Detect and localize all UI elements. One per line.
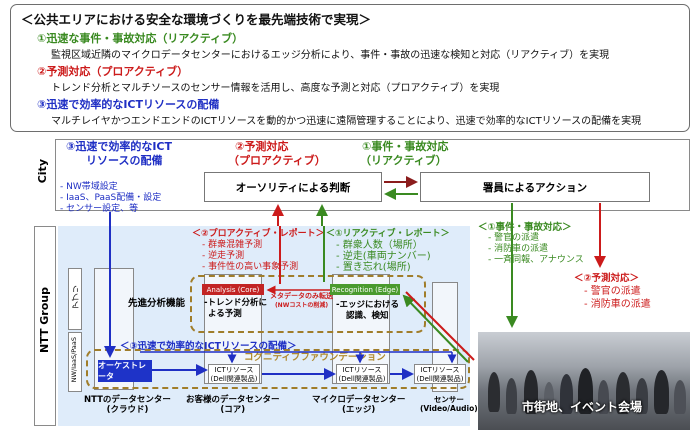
reactive-response-title: ＜①事件・事故対応＞	[478, 222, 572, 233]
edge-detect-text: -エッジにおける 認識、検知	[336, 300, 399, 322]
city-left-list: - NW帯域設定 - IaaS、PaaS配備・設定 - センサー設定、等	[60, 182, 161, 215]
city-left-list-item: - NW帯域設定	[60, 182, 118, 192]
proactive-response-title: ＜②予測対応＞	[574, 273, 640, 284]
proactive-report-item: - 群衆混雑予測	[202, 240, 263, 250]
orchestrator-box: オーケストレータ	[98, 360, 152, 382]
ntt-group-label: NTT Group	[34, 226, 56, 426]
city-label: City	[34, 139, 56, 211]
reactive-response: ＜①事件・事故対応＞ - 警官の派遣 - 消防車の派遣 - 一斉同報、アナウンス	[478, 222, 584, 266]
event-venue-photo	[478, 332, 690, 430]
city-header-1-line2: （リアクティブ）	[360, 154, 447, 167]
metadata-note-line: (NWコストの削減)	[274, 302, 329, 309]
proactive-response-item: - 警官の派遣	[584, 286, 641, 297]
ict-resource-sensor: ICTリソース (Dell関連製品)	[414, 364, 466, 384]
proactive-report-item: - 事件性の高い事象予測	[202, 262, 299, 272]
authority-box: オーソリティによる判断	[204, 172, 382, 202]
reactive-report-item: - 群衆人数（場所）	[336, 240, 423, 251]
proactive-report: ＜②プロアクティブ・レポート＞ - 群衆混雑予測 - 逆走予測 - 事件性の高い…	[192, 229, 325, 273]
app-layer-label: アプリ	[68, 268, 82, 330]
city-header-2-line2: （プロアクティブ）	[228, 154, 326, 167]
reactive-response-item: - 消防車の派遣	[488, 244, 549, 254]
cognitive-foundation-frame	[86, 349, 470, 389]
location-edge: マイクロデータセンター (エッジ)	[312, 395, 406, 416]
location-line: (Video/Audio)	[420, 403, 478, 413]
summary-item-3-body: マルチレイヤかつエンドエンドのICTリソースを動的かつ迅速に遠隔管理することによ…	[51, 116, 642, 127]
arrow-sensor-to-edge-green	[402, 294, 469, 363]
location-line: センサー	[433, 395, 464, 404]
analysis-core-tag: Analysis (Core)	[202, 284, 264, 295]
reactive-report-title: ＜①リアクティブ・レポート＞	[326, 229, 450, 239]
edge-detect-line: 認識、検知	[346, 311, 389, 321]
location-line: NTTのデータセンター	[84, 395, 171, 405]
reactive-report-item: - 置き忘れ(場所)	[336, 262, 411, 273]
officer-action-text: 署員によるアクション	[482, 181, 588, 194]
ict-resource-line: (Dell関連製品)	[338, 375, 386, 383]
ict-resource-edge: ICTリソース (Dell関連製品)	[336, 364, 388, 384]
location-line: (コア)	[220, 404, 246, 415]
orchestrator-text: オーケストレータ	[98, 361, 146, 381]
summary-item-2-body: トレンド分析とマルチソースのセンサー情報を活用し、高度な予測と対応（プロアクティ…	[51, 83, 500, 94]
summary-item-1-body: 監視区域近隣のマイクロデータセンターにおけるエッジ分析により、事件・事故の迅速な…	[51, 50, 610, 61]
city-header-3-line1: ③迅速で効率的なICT	[66, 140, 172, 153]
nw-layer-label: NW/IaaS/PaaS	[68, 332, 82, 392]
ict-resource-line: (Dell関連製品)	[210, 375, 258, 383]
summary-item-2-head: ②予測対応（プロアクティブ）	[37, 65, 189, 78]
ict-resource-line: ICTリソース	[342, 366, 382, 374]
analysis-core-text: Analysis (Core)	[206, 285, 260, 294]
location-line: お客様のデータセンター	[186, 395, 280, 405]
city-header-1-line1: ①事件・事故対応	[362, 140, 449, 153]
edge-detect-line: -エッジにおける	[336, 300, 400, 310]
city-left-list-item: - センサー設定、等	[60, 204, 139, 214]
summary-title: ＜公共エリアにおける安全な環境づくりを最先端技術で実現＞	[21, 12, 372, 27]
ict-resource-core: ICTリソース (Dell関連製品)	[208, 364, 260, 384]
location-core: お客様のデータセンター (コア)	[186, 395, 280, 416]
officer-action-box: 署員によるアクション	[420, 172, 650, 202]
authority-text: オーソリティによる判断	[235, 181, 351, 194]
location-line: (クラウド)	[106, 404, 149, 415]
city-left-list-item: - IaaS、PaaS配備・設定	[60, 193, 162, 203]
proactive-report-item: - 逆走予測	[202, 251, 245, 261]
location-line: マイクロデータセンター	[312, 395, 406, 405]
recognition-edge-text: Recognition (Edge)	[331, 285, 399, 294]
location-cloud: NTTのデータセンター (クラウド)	[84, 395, 171, 416]
cognitive-foundation-label: コグニティブファウンデーション	[244, 352, 386, 363]
trend-analysis-text: -トレンド分析に よる予測	[204, 298, 267, 320]
city-header-3-line2: リソースの配備	[86, 154, 163, 167]
metadata-note-line: メタデータのみ転送	[270, 292, 333, 300]
proactive-report-title: ＜②プロアクティブ・レポート＞	[192, 229, 325, 239]
ict-resource-line: ICTリソース	[214, 366, 254, 374]
summary-box: ＜公共エリアにおける安全な環境づくりを最先端技術で実現＞ ①迅速な事件・事故対応…	[10, 4, 690, 132]
reactive-report-item: - 逆走(車両ナンバー)	[336, 251, 431, 262]
recognition-edge-tag: Recognition (Edge)	[330, 284, 400, 295]
summary-item-1-head: ①迅速な事件・事故対応（リアクティブ）	[37, 32, 244, 45]
photo-caption: 市街地、イベント会場	[522, 400, 643, 414]
line-sensor-to-edge-red	[405, 291, 475, 361]
advanced-analysis-label: 先進分析機能	[128, 298, 186, 309]
advanced-analysis-frame	[190, 275, 426, 333]
summary-item-3-head: ③迅速で効率的なICTリソースの配備	[37, 98, 220, 111]
ict-resource-line: ICTリソース	[420, 366, 460, 374]
ict-deploy-label: ＜③迅速で効率的なICTリソースの配備＞	[120, 341, 297, 352]
reactive-report: ＜①リアクティブ・レポート＞ - 群衆人数（場所） - 逆走(車両ナンバー) -…	[326, 229, 450, 273]
trend-analysis-line: よる予測	[208, 309, 242, 319]
location-line: (エッジ)	[342, 404, 376, 415]
proactive-response-item: - 消防車の派遣	[584, 299, 651, 310]
trend-analysis-line: -トレンド分析に	[204, 298, 268, 308]
ict-resource-line: (Dell関連製品)	[416, 375, 464, 383]
metadata-transfer-note: メタデータのみ転送 (NWコストの削減)	[270, 292, 333, 310]
location-sensor: センサー (Video/Audio)	[420, 395, 478, 413]
reactive-response-item: - 警官の派遣	[488, 233, 540, 243]
proactive-response: ＜②予測対応＞ - 警官の派遣 - 消防車の派遣	[574, 272, 651, 311]
city-header-2-line1: ②予測対応	[235, 140, 289, 153]
reactive-response-item: - 一斉同報、アナウンス	[488, 255, 584, 265]
